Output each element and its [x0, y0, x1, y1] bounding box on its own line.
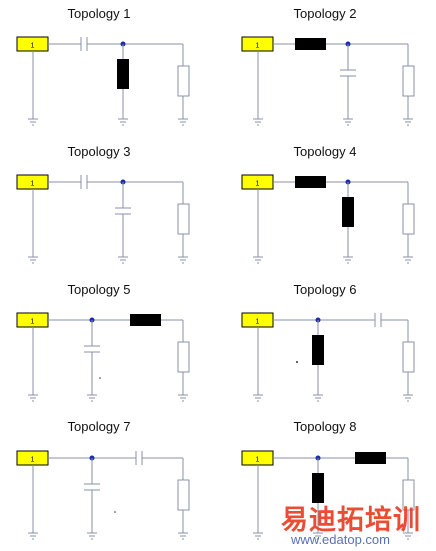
load-resistor	[402, 65, 415, 97]
series-inductor	[295, 176, 326, 188]
ground-symbol	[178, 256, 188, 264]
series-inductor	[130, 314, 161, 326]
series-capacitor	[374, 313, 382, 327]
load-resistor	[177, 65, 190, 97]
topology-6-title: Topology 6	[293, 282, 357, 297]
ground-symbol	[28, 394, 38, 402]
ground-symbol	[253, 256, 263, 264]
series-inductor	[355, 452, 386, 464]
shunt-inductor	[342, 197, 354, 227]
topology-5-schematic: 1	[16, 312, 190, 402]
topology-4-title: Topology 4	[293, 144, 357, 159]
port-label: 1	[256, 457, 260, 464]
ground-symbol	[253, 532, 263, 540]
ground-symbol	[313, 532, 323, 540]
ground-symbol	[87, 532, 97, 540]
series-capacitor	[135, 451, 143, 465]
load-resistor	[177, 341, 190, 373]
port-label: 1	[31, 457, 35, 464]
ground-symbol	[118, 118, 128, 126]
load-resistor	[402, 341, 415, 373]
ground-symbol	[253, 394, 263, 402]
ground-symbol	[178, 394, 188, 402]
topology-3-title: Topology 3	[67, 144, 131, 159]
topology-8-title: Topology 8	[293, 419, 357, 434]
ground-symbol	[253, 118, 263, 126]
ground-symbol	[343, 256, 353, 264]
ground-symbol	[87, 394, 97, 402]
ground-symbol	[403, 532, 413, 540]
shunt-capacitor	[84, 345, 100, 353]
topology-2-title: Topology 2	[293, 6, 357, 21]
watermark-url: www.edatop.com	[291, 532, 390, 547]
ground-symbol	[118, 256, 128, 264]
topology-6-schematic: 1	[241, 312, 415, 402]
stray-dot	[296, 361, 298, 363]
shunt-inductor	[312, 335, 324, 365]
port-label: 1	[31, 181, 35, 188]
load-resistor	[177, 479, 190, 511]
topology-1-title: Topology 1	[67, 6, 131, 21]
topology-7-schematic: 1	[16, 450, 190, 540]
watermark-chinese: 易迪拓培训	[281, 505, 421, 536]
topology-8-schematic: 1	[241, 450, 415, 540]
series-inductor	[295, 38, 326, 50]
topology-2-schematic: 1	[241, 36, 415, 126]
shunt-capacitor	[115, 207, 131, 215]
ground-symbol	[178, 532, 188, 540]
ground-symbol	[28, 532, 38, 540]
ground-symbol	[28, 256, 38, 264]
load-resistor	[177, 203, 190, 235]
port-label: 1	[256, 181, 260, 188]
port-label: 1	[256, 43, 260, 50]
shunt-inductor	[312, 473, 324, 503]
series-capacitor	[80, 175, 88, 189]
ground-symbol	[313, 394, 323, 402]
ground-symbol	[403, 118, 413, 126]
load-resistor	[402, 203, 415, 235]
ground-symbol	[403, 394, 413, 402]
topology-7-title: Topology 7	[67, 419, 131, 434]
shunt-capacitor	[340, 69, 356, 77]
port-label: 1	[31, 43, 35, 50]
topology-4-schematic: 1	[241, 174, 415, 264]
ground-symbol	[403, 256, 413, 264]
port-label: 1	[256, 319, 260, 326]
topology-5-title: Topology 5	[67, 282, 131, 297]
stray-dot	[99, 377, 101, 379]
series-capacitor	[80, 37, 88, 51]
ground-symbol	[28, 118, 38, 126]
shunt-capacitor	[84, 483, 100, 491]
port-label: 1	[31, 319, 35, 326]
topology-1-schematic: 1	[16, 36, 190, 126]
ground-symbol	[178, 118, 188, 126]
stray-dot	[114, 511, 116, 513]
shunt-inductor	[117, 59, 129, 89]
topology-3-schematic: 1	[16, 174, 190, 264]
ground-symbol	[343, 118, 353, 126]
